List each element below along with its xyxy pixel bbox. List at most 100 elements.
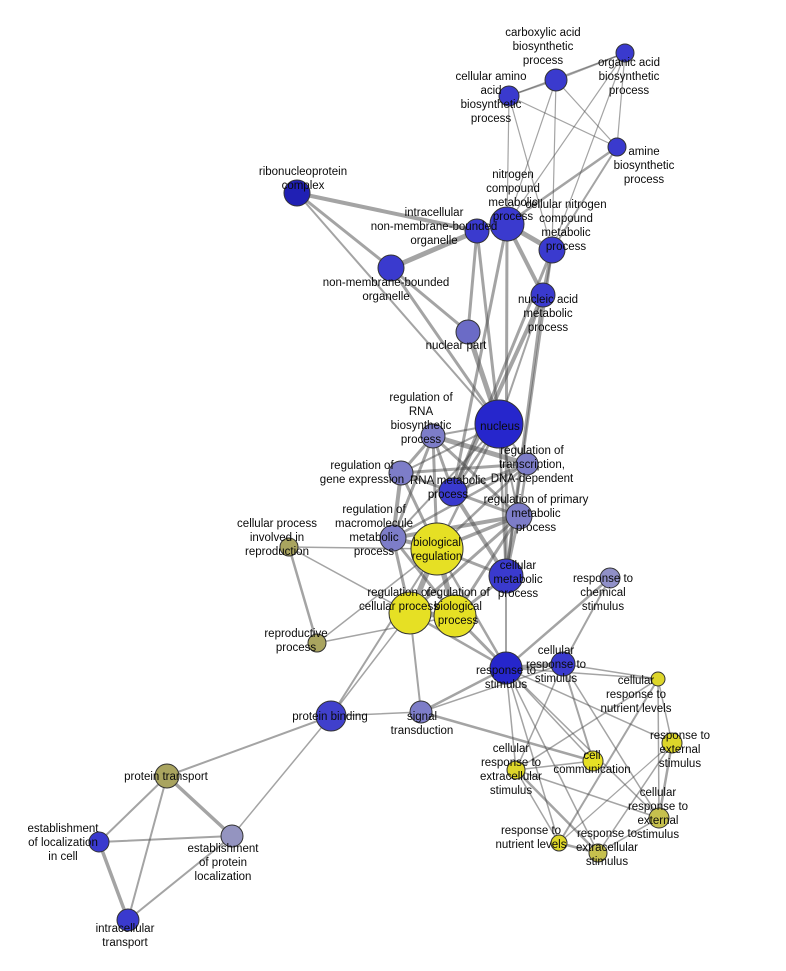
node-rbp[interactable] xyxy=(433,594,477,638)
node-label-amine-line-2: process xyxy=(624,174,665,186)
node-label-amine-line-1: biosynthetic xyxy=(614,160,675,172)
node-label-cncmp-line-0: cellular nitrogen xyxy=(525,199,606,211)
node-bioreg[interactable] xyxy=(410,522,464,576)
node-crts[interactable] xyxy=(550,651,576,677)
edge-crexs-rnl xyxy=(515,769,560,844)
node-rmmp[interactable] xyxy=(379,524,407,552)
node-namp[interactable] xyxy=(530,282,556,308)
node-label-ncmp-line-0: nitrogen xyxy=(492,169,534,181)
edge-rrb-rtd xyxy=(430,433,530,467)
node-label-rexs-line-2: stimulus xyxy=(586,856,628,868)
node-label-sigt-line-1: transduction xyxy=(391,725,454,737)
node-pbind[interactable] xyxy=(315,700,347,732)
node-label-rexs-line-0: response to xyxy=(577,828,637,840)
node-nucleus[interactable] xyxy=(474,399,524,449)
node-cmp[interactable] xyxy=(488,558,524,594)
node-rtd[interactable] xyxy=(515,452,539,476)
node-label-repro-line-1: process xyxy=(276,642,317,654)
node-label-rge-line-0: regulation of xyxy=(330,460,394,472)
node-label-ptrans-line-0: protein transport xyxy=(124,771,209,783)
node-rexs[interactable] xyxy=(588,843,608,863)
node-label-crexts-line-0: cellular xyxy=(640,787,677,799)
node-label-cpir-line-2: reproduction xyxy=(245,546,309,558)
node-rnp[interactable] xyxy=(283,179,311,207)
edge-crexs-crexts xyxy=(515,769,660,819)
edge-cam-amine xyxy=(508,95,618,148)
node-ncmp[interactable] xyxy=(489,206,525,242)
node-npart[interactable] xyxy=(455,319,481,345)
node-amine[interactable] xyxy=(607,137,627,157)
node-cpir[interactable] xyxy=(279,537,299,557)
node-itrans[interactable] xyxy=(116,908,140,932)
node-label-ccom-line-1: communication xyxy=(553,764,630,776)
node-org[interactable] xyxy=(615,43,635,63)
edge-ncmp-rnamp xyxy=(451,222,509,494)
node-rts[interactable] xyxy=(489,651,523,685)
node-rcp[interactable] xyxy=(388,591,432,635)
node-rnamp[interactable] xyxy=(438,477,468,507)
edge-ptrans-eloc xyxy=(98,775,168,843)
node-label-rmmp-line-3: process xyxy=(354,546,395,558)
node-crexts[interactable] xyxy=(648,807,670,829)
node-carb[interactable] xyxy=(544,68,568,92)
edge-org-amine xyxy=(616,52,626,148)
node-label-rtd-line-2: DNA-dependent xyxy=(491,473,574,485)
node-label-crts-line-1: response to xyxy=(526,659,586,671)
node-label-cam-line-0: cellular amino xyxy=(456,71,527,83)
node-label-carb-line-2: process xyxy=(523,55,564,67)
edge-rts-rchem xyxy=(504,576,612,670)
node-nmbo[interactable] xyxy=(377,254,405,282)
node-label-rrb-line-3: process xyxy=(401,434,442,446)
node-label-rchem-line-0: response to xyxy=(573,573,633,585)
node-rge[interactable] xyxy=(388,460,414,486)
node-ptrans[interactable] xyxy=(154,763,180,789)
node-eloc[interactable] xyxy=(88,831,110,853)
node-sigt[interactable] xyxy=(409,700,433,724)
node-layer xyxy=(88,43,683,932)
node-label-rrb-line-1: RNA xyxy=(409,406,434,418)
node-rrb[interactable] xyxy=(420,423,446,449)
node-label-rrb-line-0: regulation of xyxy=(389,392,453,404)
node-label-itrans-line-1: transport xyxy=(102,937,148,949)
edge-rts-crexts xyxy=(505,667,660,819)
edge-crts-ccom xyxy=(562,663,594,762)
node-eprot[interactable] xyxy=(220,824,244,848)
node-label-crexts-line-2: external xyxy=(638,815,679,827)
node-label-nmbo-line-0: non-membrane-bounded xyxy=(323,277,450,289)
node-label-cmp-line-1: metabolic xyxy=(493,574,542,586)
edge-cam-cncmp xyxy=(508,95,553,251)
node-label-rrb-line-2: biosynthetic xyxy=(391,420,452,432)
node-label-org-line-0: organic acid xyxy=(598,57,660,69)
edge-inmbo-nmbo xyxy=(388,228,480,271)
node-label-rnl-line-1: nutrient levels xyxy=(496,839,567,851)
edge-amine-ncmp xyxy=(505,145,619,226)
node-inmbo[interactable] xyxy=(464,218,490,244)
node-label-bioreg-line-1: regulation xyxy=(412,551,463,563)
edge-eloc-eprot xyxy=(98,835,233,843)
node-cam[interactable] xyxy=(498,85,520,107)
node-rext[interactable] xyxy=(661,732,683,754)
edge-rts-crnl xyxy=(505,667,659,680)
node-repro[interactable] xyxy=(307,633,327,653)
node-label-namp-line-2: process xyxy=(528,322,569,334)
node-label-rchem-line-1: chemical xyxy=(580,587,625,599)
node-label-namp-line-1: metabolic xyxy=(523,308,572,320)
node-crnl[interactable] xyxy=(650,671,666,687)
node-label-rge-line-1: gene expression xyxy=(320,474,404,486)
node-label-cmp-line-0: cellular xyxy=(500,560,537,572)
node-rnl[interactable] xyxy=(550,834,568,852)
edge-rrb-rpmp xyxy=(431,434,521,518)
node-ccom[interactable] xyxy=(582,750,604,772)
node-label-cncmp-line-1: compound xyxy=(539,213,593,225)
node-crexs[interactable] xyxy=(506,760,526,780)
node-rchem[interactable] xyxy=(599,567,621,589)
node-label-cam-line-1: acid xyxy=(480,85,501,97)
node-label-rts-line-0: response to xyxy=(476,665,536,677)
node-label-carb-line-0: carboxylic acid xyxy=(505,27,580,39)
node-rpmp[interactable] xyxy=(505,502,533,530)
node-label-crexs-line-1: response to xyxy=(481,757,541,769)
node-label-cncmp-line-3: process xyxy=(546,241,587,253)
node-cncmp[interactable] xyxy=(538,236,566,264)
node-label-npart-line-0: nuclear part xyxy=(426,340,488,352)
edge-crts-crexs xyxy=(515,663,564,771)
